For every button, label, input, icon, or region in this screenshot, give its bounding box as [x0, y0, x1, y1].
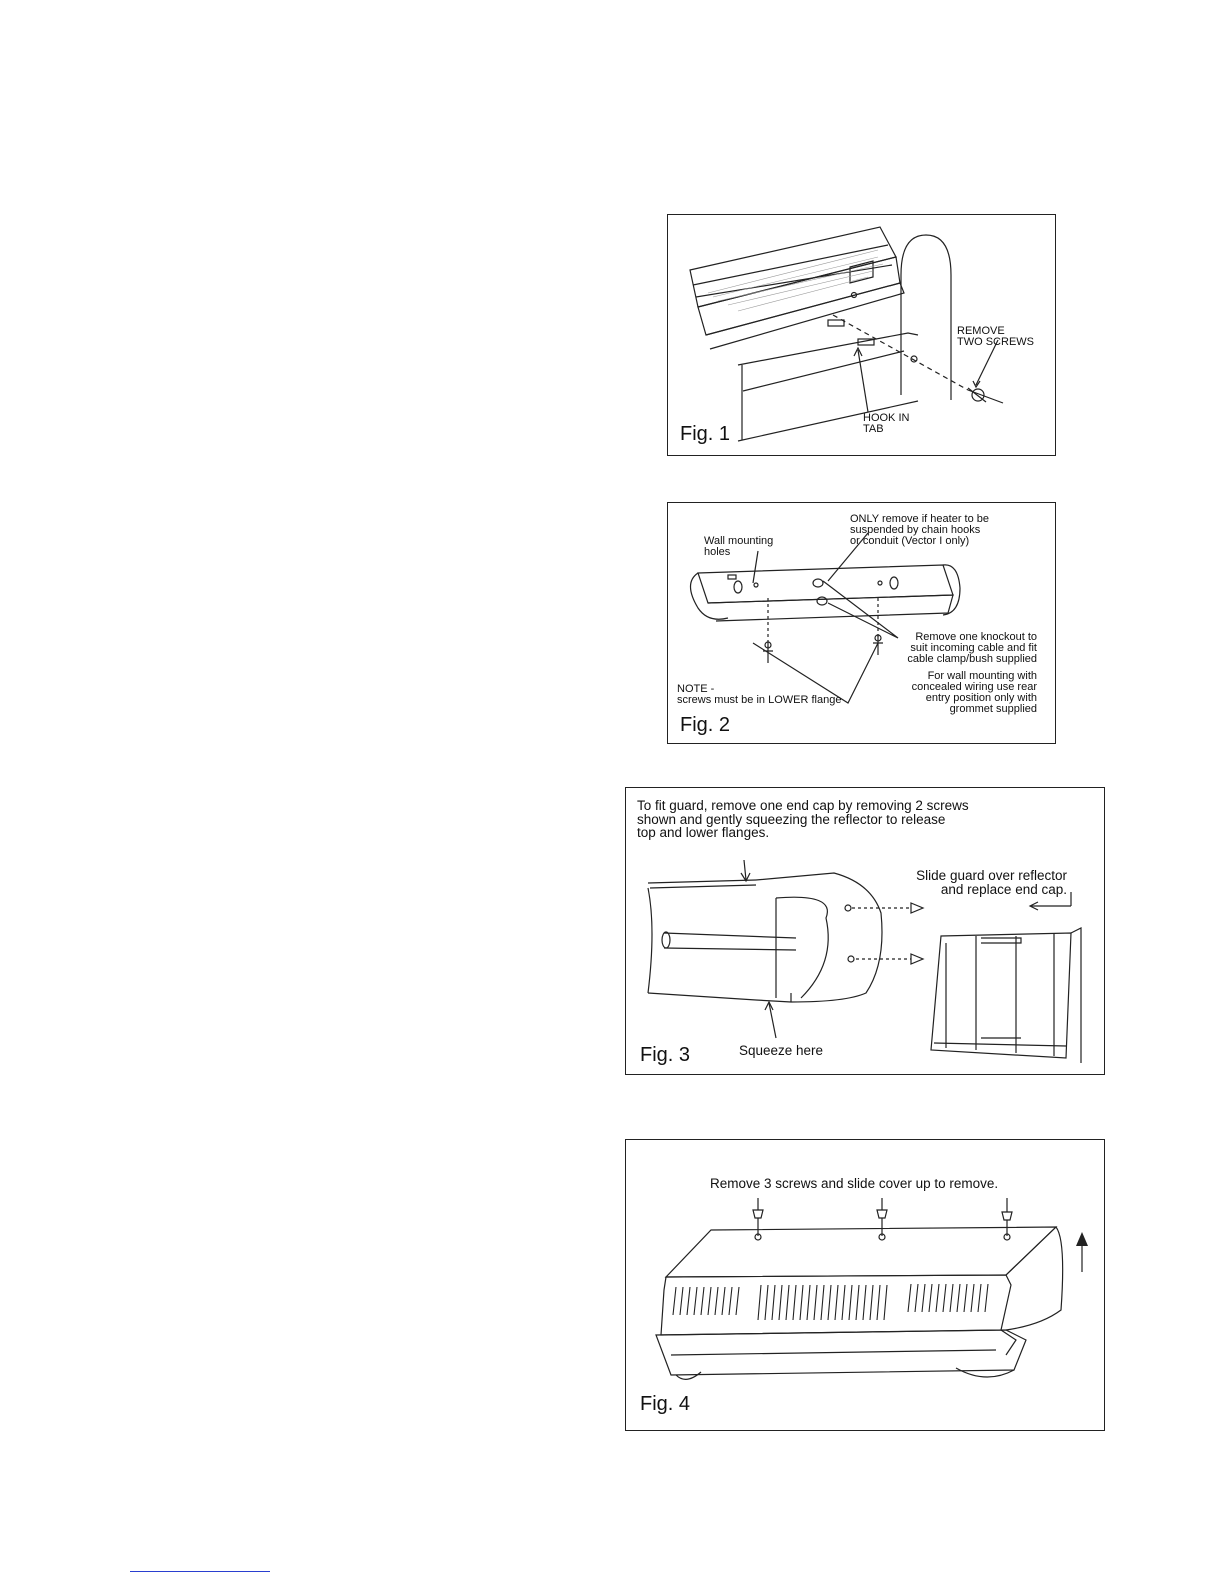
hook-in-tab-label: HOOK IN TAB — [863, 412, 910, 435]
footer-link-underline[interactable] — [130, 1571, 270, 1572]
figure-4-drawing — [655, 1198, 1088, 1380]
concealed-wiring-label: For wall mounting with concealed wiring … — [911, 670, 1037, 715]
figure-2-number: Fig. 2 — [680, 714, 731, 736]
figure-2: Wall mounting holes ONLY remove if heate… — [667, 502, 1056, 744]
figure-3-drawing — [647, 859, 1082, 1063]
fig4-instructions: Remove 3 screws and slide cover up to re… — [710, 1176, 999, 1191]
remove-knockout-label: Remove one knockout to suit incoming cab… — [907, 631, 1037, 665]
note-label: NOTE - screws must be in LOWER flange — [677, 683, 842, 706]
remove-two-screws-label: REMOVE TWO SCREWS — [957, 325, 1034, 348]
only-remove-label: ONLY remove if heater to be suspended by… — [850, 513, 989, 547]
figure-4-number: Fig. 4 — [640, 1393, 691, 1415]
figure-3: To fit guard, remove one end cap by remo… — [625, 787, 1105, 1075]
fig3-instructions: To fit guard, remove one end cap by remo… — [637, 798, 969, 840]
figure-3-number: Fig. 3 — [640, 1044, 691, 1066]
figure-1-number: Fig. 1 — [680, 423, 731, 445]
figure-1: REMOVE TWO SCREWS HOOK IN TAB Fig. 1 — [667, 214, 1056, 456]
slide-guard-label: Slide guard over reflector and replace e… — [916, 868, 1067, 897]
figure-2-drawing — [689, 532, 961, 704]
figure-1-drawing — [689, 226, 1004, 442]
figure-4: Remove 3 screws and slide cover up to re… — [625, 1139, 1105, 1431]
wall-mounting-holes-label: Wall mounting holes — [704, 535, 774, 558]
squeeze-here-label: Squeeze here — [739, 1043, 824, 1058]
